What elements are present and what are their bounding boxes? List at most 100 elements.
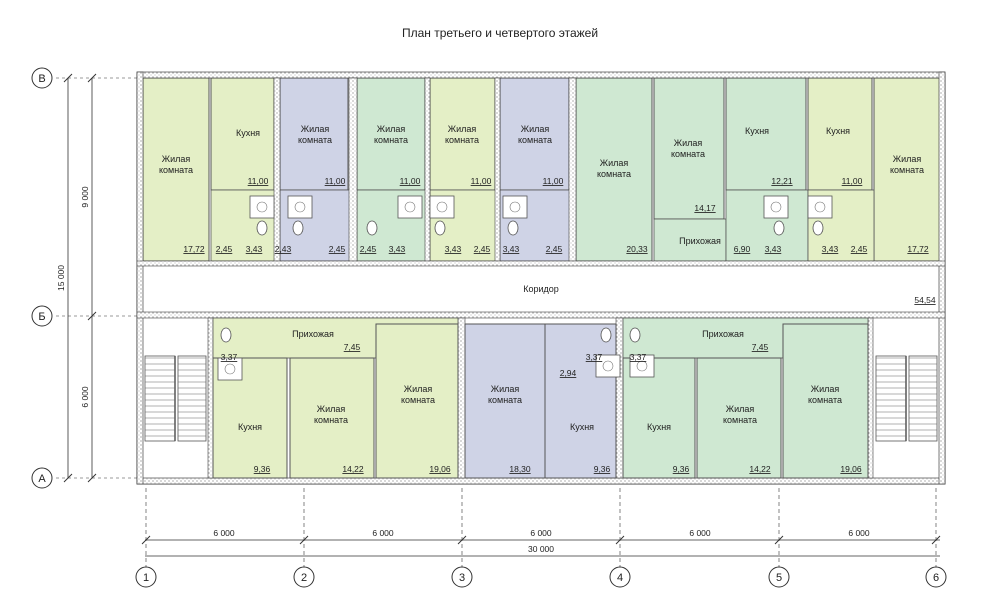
drain-icon — [294, 201, 306, 213]
top-room-9 — [725, 77, 807, 191]
top-room-11 — [873, 77, 941, 262]
top-room-4 — [356, 77, 426, 191]
plan-title: План третьего и четвертого этажей — [402, 26, 598, 40]
axis-v: В — [38, 73, 45, 85]
bathtub-icon — [807, 195, 833, 219]
bottom-hall-right-label: Прихожая — [702, 329, 744, 339]
top-room-6 — [499, 77, 570, 191]
area-top-7: 20,33 — [626, 244, 648, 254]
bottom-room-3 — [375, 323, 459, 479]
dim-total: 30 000 — [528, 544, 554, 554]
toilet-icon — [629, 327, 641, 343]
bathroom-fixtures — [217, 195, 833, 381]
area-small-4: 2,45 — [329, 244, 346, 254]
axis-1: 1 — [143, 572, 149, 584]
area-small-6: 3,43 — [389, 244, 406, 254]
bottom-room-6 — [622, 357, 696, 479]
area-small-2: 3,43 — [246, 244, 263, 254]
top-apartments — [142, 77, 941, 262]
dim-tick — [931, 535, 941, 545]
area-labels: 17,72 11,00 11,00 11,00 11,00 11,00 20,3… — [183, 176, 936, 474]
dim-tick — [774, 535, 784, 545]
bottom-room-7 — [696, 357, 782, 479]
toilet-icon — [220, 327, 232, 343]
drain-icon — [636, 360, 648, 372]
bottom-room-1-label: Кухня — [238, 422, 262, 432]
area-bottom-6: 9,36 — [673, 464, 690, 474]
area-bottom-2: 14,22 — [342, 464, 364, 474]
toilet-icon — [256, 220, 268, 236]
area-bottom-small-4: 2,94 — [560, 368, 577, 378]
bathtub-icon — [502, 195, 528, 219]
toilet-icon — [434, 220, 446, 236]
area-top-10: 11,00 — [842, 176, 863, 186]
bottom-hall-left-label: Прихожая — [292, 329, 334, 339]
bottom-dimensions: 6 000 6 000 6 000 6 000 6 000 30 000 — [145, 528, 940, 557]
bathtub-icon — [249, 195, 275, 219]
bathtub-icon — [763, 195, 789, 219]
area-small-13: 3,43 — [822, 244, 839, 254]
top-room-10 — [807, 77, 873, 191]
area-small-3: 2,43 — [275, 244, 292, 254]
dim-left-lower: 6 000 — [80, 386, 90, 408]
dim-left-upper: 9 000 — [80, 186, 90, 208]
axis-b: Б — [38, 311, 45, 323]
bathtub-icon — [397, 195, 423, 219]
stairwell-left — [144, 355, 207, 442]
area-bottom-small-1: 3,37 — [221, 352, 238, 362]
drain-icon — [602, 360, 614, 372]
top-hall-label: Прихожая — [679, 236, 721, 246]
drain-icon — [256, 201, 268, 213]
area-bottom-small-2: 7,45 — [344, 342, 361, 352]
toilet-icon — [366, 220, 378, 236]
dim-tick — [299, 535, 309, 545]
bathtub-icon — [629, 354, 655, 378]
area-bottom-1: 9,36 — [254, 464, 271, 474]
area-top-8: 14,17 — [694, 203, 716, 213]
area-top-4: 11,00 — [400, 176, 421, 186]
top-room-3 — [279, 77, 349, 191]
area-bottom-3: 19,06 — [429, 464, 451, 474]
area-small-10: 2,45 — [546, 244, 563, 254]
area-bottom-small-3: 3,37 — [586, 352, 603, 362]
dim-bay-1: 6 000 — [213, 528, 235, 538]
bottom-apartments — [212, 317, 869, 479]
axis-a: А — [38, 473, 46, 485]
drain-icon — [436, 201, 448, 213]
drain-icon — [224, 363, 236, 375]
top-room-5 — [429, 77, 496, 191]
bottom-room-2 — [289, 357, 375, 479]
axis-4: 4 — [617, 572, 623, 584]
area-top-11: 17,72 — [907, 244, 929, 254]
dim-tick — [141, 535, 151, 545]
area-corridor: 54,54 — [914, 295, 936, 305]
horizontal-axes: В Б А — [31, 67, 53, 489]
stairwell-right — [875, 355, 938, 442]
area-bottom-small-5: 3,37 — [630, 352, 647, 362]
top-room-1-line2: комната — [159, 165, 193, 175]
axis-3: 3 — [459, 572, 465, 584]
dim-bay-2: 6 000 — [372, 528, 394, 538]
dim-tick — [615, 535, 625, 545]
drain-icon — [770, 201, 782, 213]
bathtub-icon — [429, 195, 455, 219]
axis-5: 5 — [776, 572, 782, 584]
top-room-10-label: Кухня — [826, 126, 850, 136]
toilet-icon — [773, 220, 785, 236]
drain-icon — [404, 201, 416, 213]
area-top-1: 17,72 — [183, 244, 205, 254]
area-small-5: 2,45 — [360, 244, 377, 254]
area-top-9: 12,21 — [771, 176, 793, 186]
area-top-3: 11,00 — [325, 176, 346, 186]
dim-tick — [457, 535, 467, 545]
